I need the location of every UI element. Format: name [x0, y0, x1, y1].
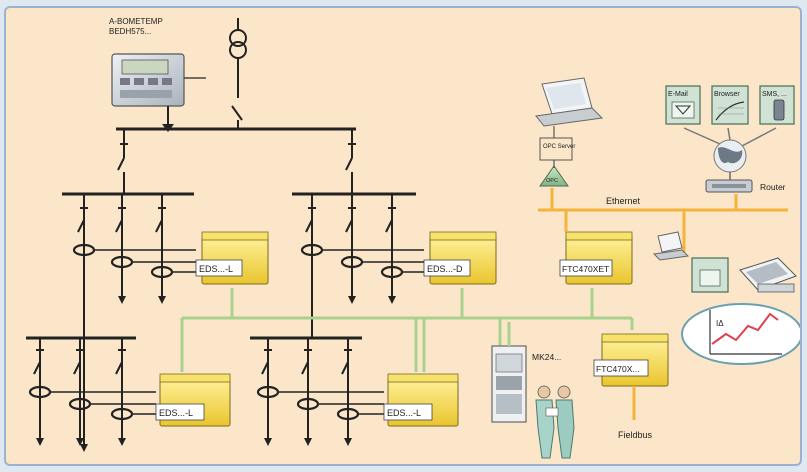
device-eds-3-label: EDS...-L — [159, 408, 193, 418]
device-ftc-1[interactable] — [559, 231, 633, 285]
laptop-icon[interactable] — [535, 77, 604, 127]
opc-server-label: OPC Server — [543, 144, 575, 150]
email-screen[interactable] — [665, 85, 701, 125]
printer-icon[interactable] — [739, 257, 797, 293]
arrows-lower-left — [36, 438, 126, 452]
meter-label-line2: BEDH575... — [109, 27, 151, 36]
opc-label: OPC — [546, 178, 558, 184]
trend-axis-label: IΔ — [716, 319, 724, 328]
diagram-panel: A-BOMETEMP BEDH575... — [4, 6, 802, 466]
device-ftc-2[interactable] — [593, 333, 669, 387]
device-ftc-2-label: FTC470X... — [596, 364, 639, 374]
section-lower-right — [250, 336, 384, 438]
device-eds-2-label: EDS...-D — [427, 264, 463, 274]
section-upper-left — [62, 192, 196, 448]
meter-device — [111, 53, 206, 132]
globe-links — [683, 127, 777, 147]
network-diagram: A-BOMETEMP BEDH575... — [26, 17, 800, 459]
people-icon — [535, 385, 575, 459]
arrows-upper-left — [118, 296, 166, 304]
email-label: E-Mail — [668, 91, 688, 98]
opc-triangle — [539, 160, 569, 187]
device-eds-4[interactable] — [383, 373, 459, 427]
globe-icon — [713, 139, 747, 180]
monitor-screen[interactable] — [691, 257, 729, 293]
main-feeders — [117, 129, 356, 194]
trend-chart-oval — [681, 303, 800, 365]
device-eds-2[interactable] — [423, 231, 497, 285]
fieldbus-label: Fieldbus — [618, 430, 653, 440]
ethernet-label: Ethernet — [606, 196, 641, 206]
green-bus-lines — [180, 288, 634, 372]
device-eds-1-label: EDS...-L — [199, 264, 233, 274]
arrows-upper-right — [348, 296, 396, 304]
device-ftc-1-label: FTC470XET — [562, 264, 609, 274]
device-eds-4-label: EDS...-L — [387, 408, 421, 418]
browser-screen[interactable] — [711, 85, 749, 125]
browser-label: Browser — [714, 91, 740, 98]
sms-label: SMS, ... — [762, 91, 787, 98]
transformer-icon — [229, 18, 247, 128]
arrows-lower-right — [264, 438, 352, 446]
section-upper-right — [292, 192, 424, 338]
ethernet-bus — [538, 188, 788, 252]
opc-server-box[interactable] — [539, 126, 573, 161]
section-lower-left — [26, 336, 156, 438]
small-laptop-icon[interactable] — [652, 231, 690, 261]
mk24-label: MK24... — [532, 352, 561, 362]
router-label: Router — [760, 182, 786, 192]
mk24-panel[interactable] — [491, 322, 527, 423]
meter-label-line1: A-BOMETEMP — [109, 17, 163, 26]
device-eds-3[interactable] — [155, 373, 231, 427]
sms-screen[interactable] — [759, 85, 795, 125]
router-icon[interactable] — [705, 179, 753, 193]
device-eds-1[interactable] — [195, 231, 269, 285]
